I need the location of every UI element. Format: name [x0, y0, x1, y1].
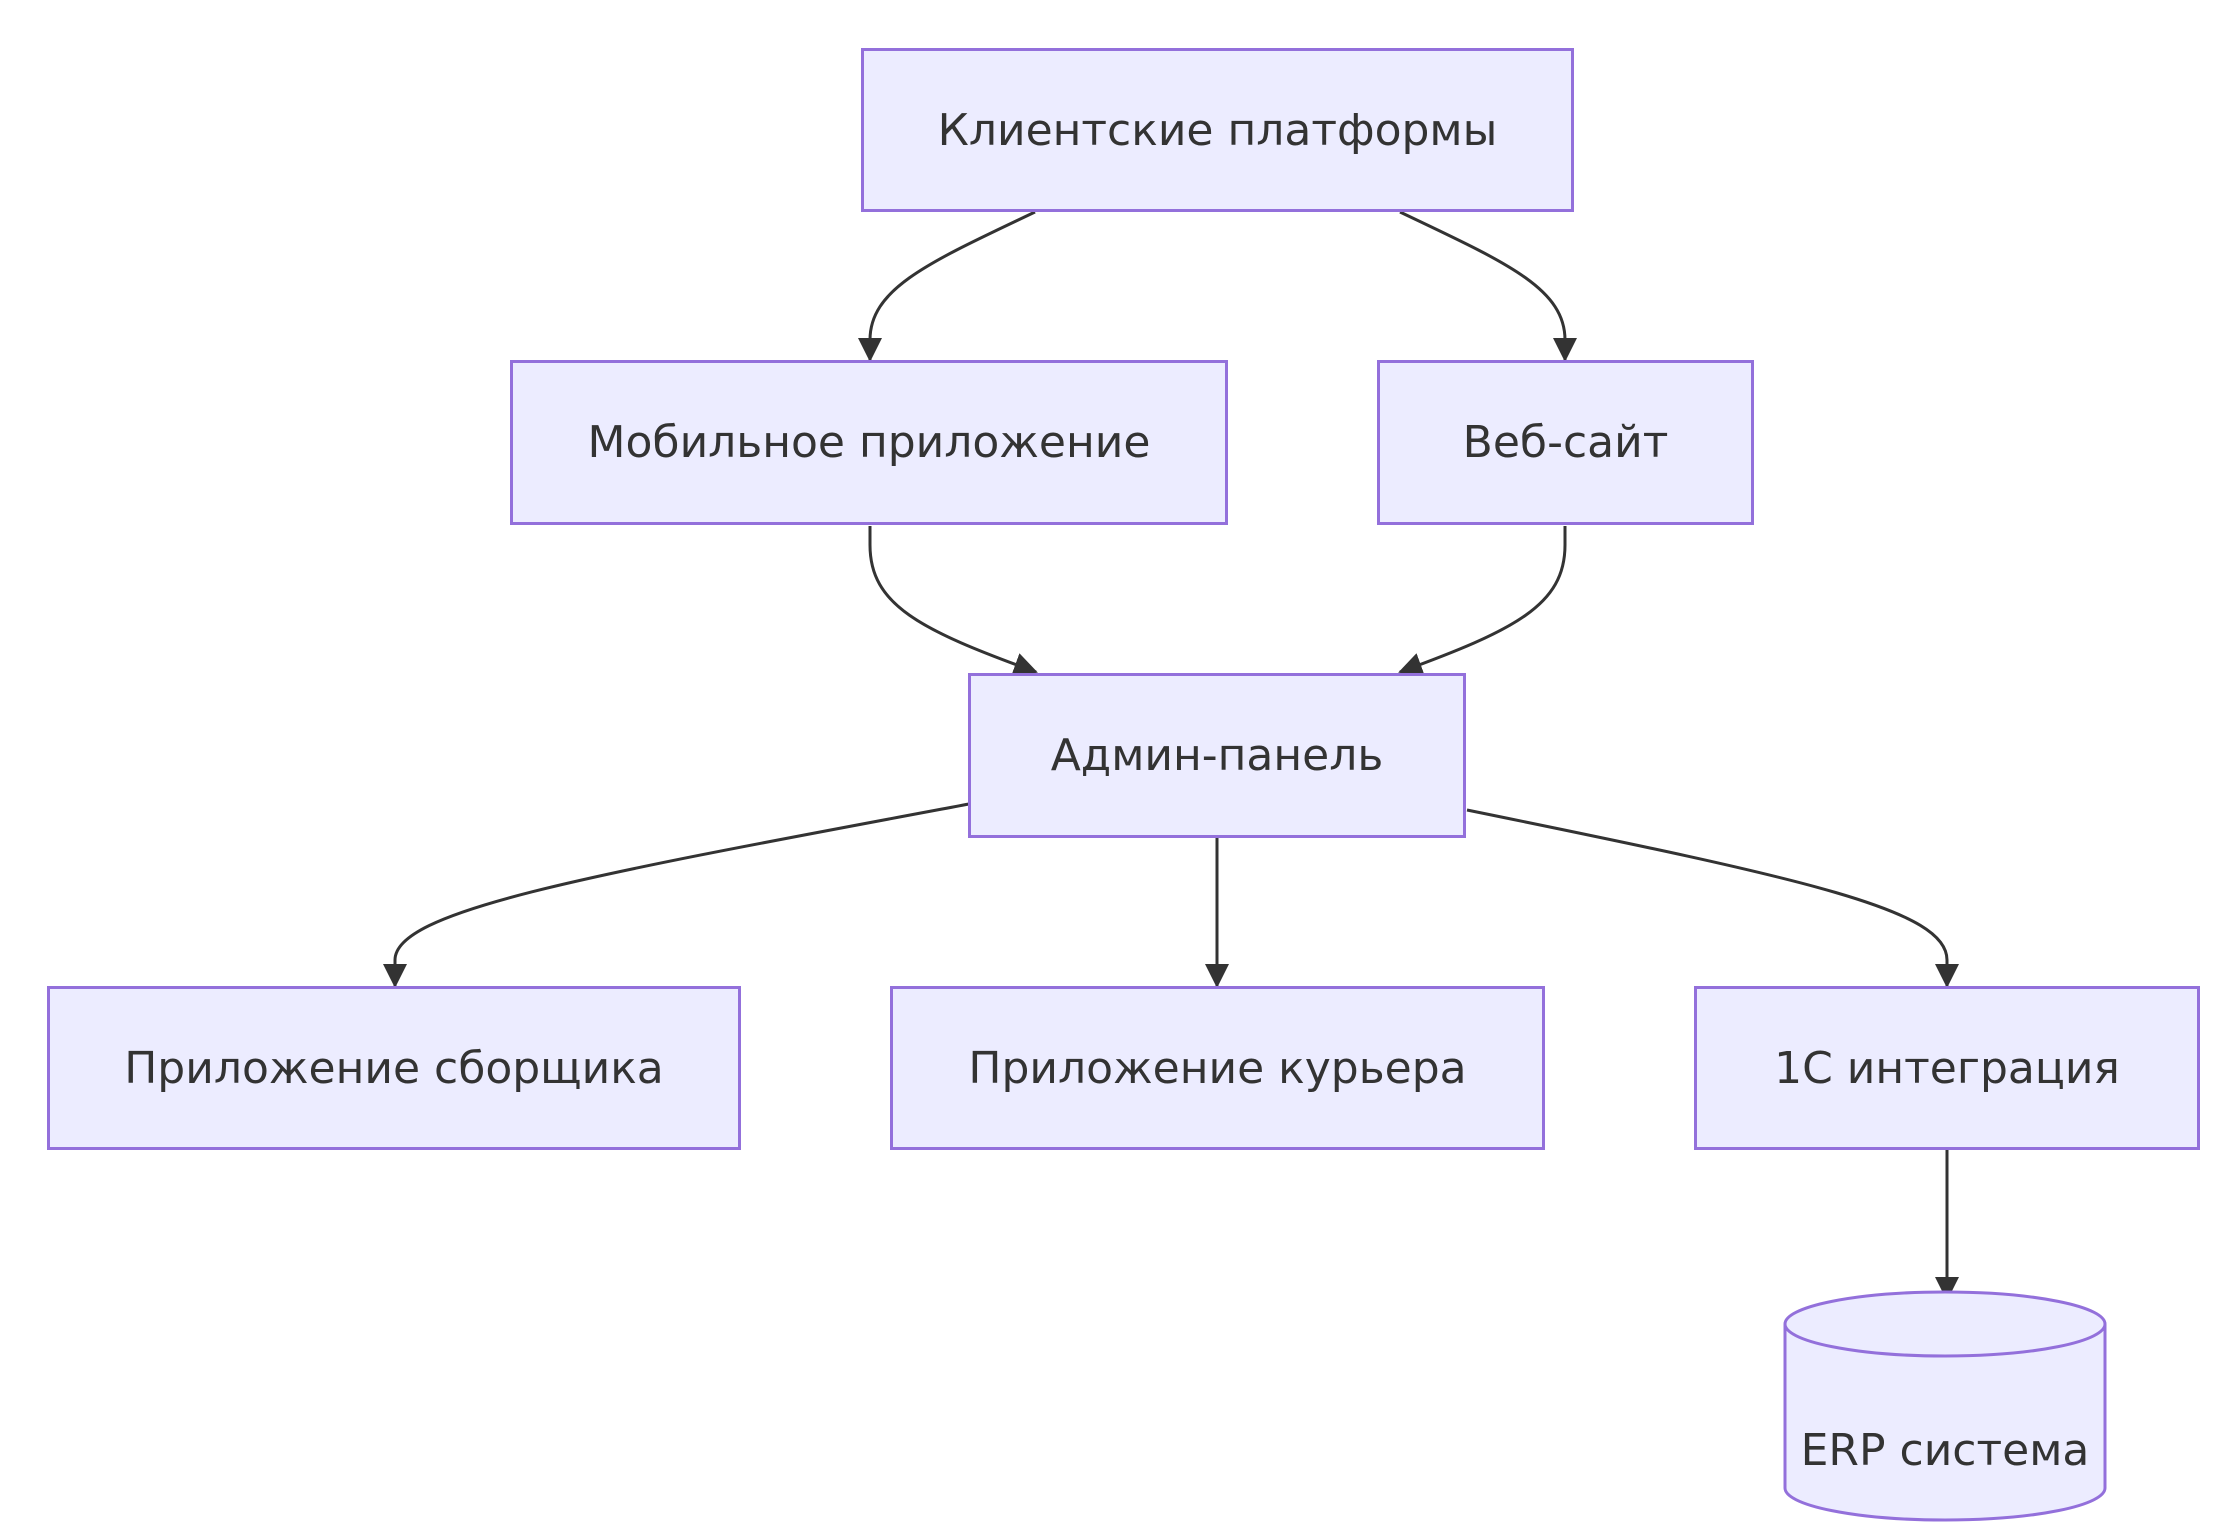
node-mobile-app-label: Мобильное приложение	[587, 417, 1151, 468]
edge-client-platforms-to-mobile-app	[858, 210, 1036, 362]
node-erp-system: ERP система	[1782, 1290, 2108, 1522]
node-website-label: Веб-сайт	[1462, 417, 1669, 468]
edge-client-platforms-to-website	[1399, 210, 1577, 362]
edge-admin-panel-to-1c-integration	[1466, 808, 1959, 988]
node-courier-app-label: Приложение курьера	[968, 1042, 1467, 1094]
node-picker-app: Приложение сборщика	[47, 986, 741, 1150]
node-erp-system-label: ERP система	[1800, 1424, 2090, 1476]
node-courier-app: Приложение курьера	[890, 986, 1545, 1150]
node-client-platforms: Клиентские платформы	[861, 48, 1574, 212]
node-1c-integration: 1C интеграция	[1694, 986, 2200, 1150]
node-admin-panel-label: Админ-панель	[1050, 730, 1384, 781]
node-admin-panel: Админ-панель	[968, 673, 1466, 838]
database-cylinder-icon	[1783, 1290, 2107, 1522]
edge-website-to-admin-panel	[1398, 526, 1567, 676]
node-1c-integration-label: 1C интеграция	[1774, 1042, 2120, 1094]
edge-mobile-app-to-admin-panel	[868, 526, 1038, 676]
node-picker-app-label: Приложение сборщика	[124, 1042, 664, 1094]
node-client-platforms-label: Клиентские платформы	[937, 104, 1498, 156]
node-website: Веб-сайт	[1377, 360, 1754, 525]
edge-admin-panel-to-picker-app	[383, 802, 970, 988]
node-mobile-app: Мобильное приложение	[510, 360, 1228, 525]
